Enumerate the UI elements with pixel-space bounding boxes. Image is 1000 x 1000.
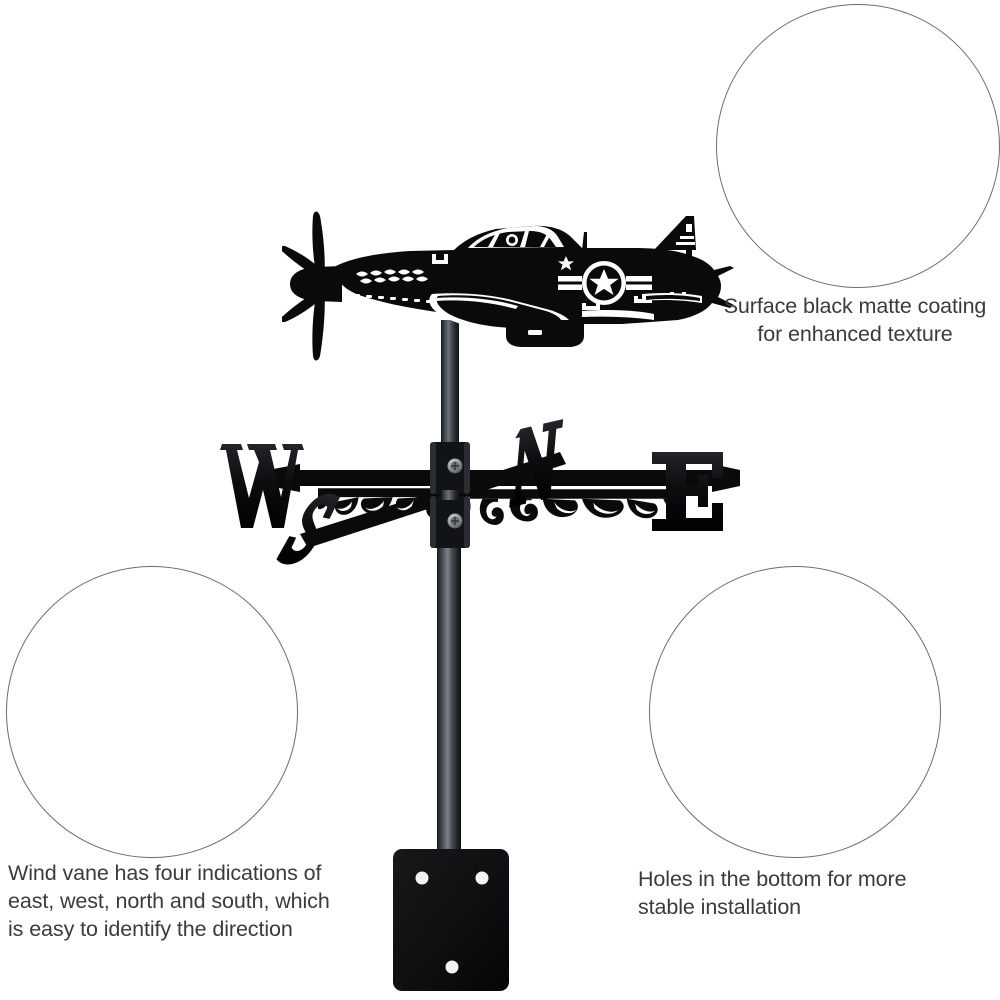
airplane-silhouette (282, 211, 734, 361)
coating-inset-circle (716, 4, 1000, 288)
mounting-base-plate (393, 849, 509, 991)
direction-letter-S (276, 493, 340, 565)
direction-caption: Wind vane has four indications of east, … (8, 861, 330, 941)
direction-arm-assembly (268, 452, 740, 548)
support-rod-upper (441, 320, 459, 525)
mounting-caption: Holes in the bottom for more stable inst… (638, 867, 907, 919)
scrollwork-ornament-right (470, 489, 680, 525)
base-hole-top-right (475, 871, 489, 885)
support-rod-lower (437, 520, 461, 872)
direction-inset-circle (6, 566, 298, 858)
direction-letter-N (509, 419, 564, 508)
base-hole-bottom (445, 960, 459, 974)
base-hole-top-left (415, 871, 429, 885)
bracket-screw-bottom (447, 513, 463, 529)
center-clamp-bracket (430, 442, 470, 548)
arm-north-south (300, 452, 566, 548)
direction-letter-W (220, 444, 304, 528)
mounting-inset-circle (649, 566, 941, 858)
direction-letter-E (652, 452, 723, 531)
arm-west-east (268, 470, 740, 486)
bracket-screw-top (447, 458, 463, 474)
scrollwork-ornament-left (318, 488, 478, 522)
coating-caption: Surface black matte coating for enhanced… (723, 294, 987, 346)
